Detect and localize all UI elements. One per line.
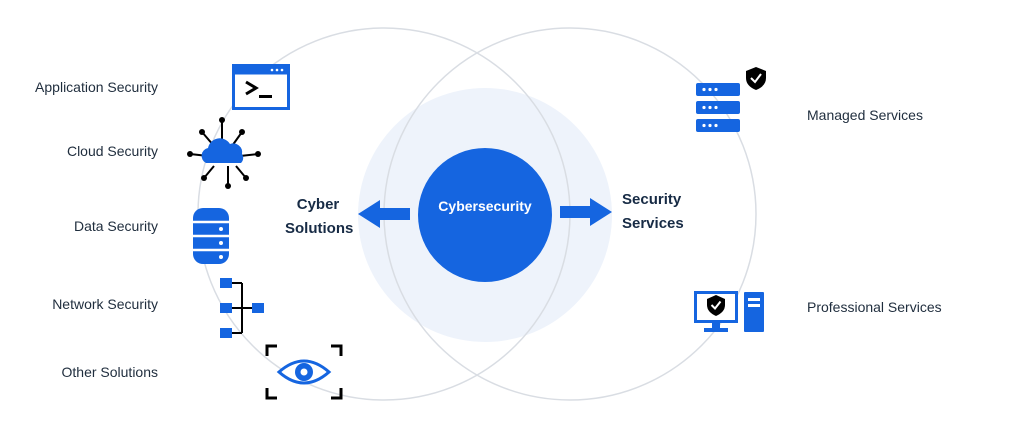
center-circle: [418, 148, 552, 282]
shield-icon: [707, 295, 725, 316]
left-item-label: Other Solutions: [61, 364, 159, 380]
left-item-label: Application Security: [35, 79, 158, 95]
left-item-label: Data Security: [73, 218, 158, 234]
right-group-title: Security Services: [622, 188, 684, 236]
cloud-network-icon: [187, 117, 261, 189]
right-arrow-icon: [560, 198, 612, 226]
terminal-window-icon: [232, 64, 290, 110]
right-item-label: Managed Services: [807, 107, 923, 123]
eye-scan-icon: [265, 344, 343, 400]
database-icon: [193, 208, 229, 264]
computer-shield-icon: [694, 291, 764, 332]
network-hierarchy-icon: [220, 278, 264, 338]
shield-icon: [746, 67, 766, 90]
left-group-title: Cyber Solutions: [285, 193, 354, 241]
right-group-title-line1: Security: [622, 191, 682, 208]
left-arrow-icon: [358, 200, 410, 228]
left-group-title-line1: Cyber: [296, 196, 340, 213]
right-group-title-line2: Services: [622, 215, 684, 232]
right-item-label: Professional Services: [807, 299, 942, 315]
server-shield-icon: [696, 67, 766, 132]
left-group-title-line2: Solutions: [285, 220, 354, 237]
left-item-label: Network Security: [52, 296, 158, 312]
left-item-label: Cloud Security: [66, 143, 158, 159]
center-label: Cybersecurity: [438, 198, 532, 214]
